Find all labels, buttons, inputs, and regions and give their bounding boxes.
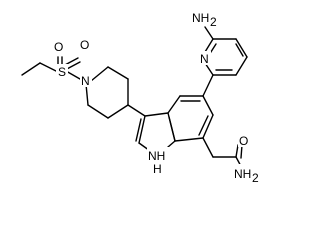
bond	[174, 137, 204, 142]
bond	[235, 144, 239, 158]
bond	[135, 118, 142, 142]
label-bg	[80, 73, 92, 87]
chemical-structure-diagram: S O O N NH 2 N NH H O NH 2	[21, 8, 266, 185]
label-bg	[53, 39, 65, 53]
piperidine-nitrogen-label: N	[81, 74, 90, 88]
bond	[235, 38, 248, 58]
indole-nh-label: NH	[148, 149, 165, 163]
label-bg	[238, 133, 250, 147]
bond	[138, 115, 146, 144]
bond	[204, 26, 214, 40]
bond	[204, 38, 214, 53]
label-bg	[147, 147, 169, 175]
bond	[202, 114, 214, 139]
bond	[202, 137, 214, 158]
amide-oxygen-label: O	[239, 134, 248, 148]
atom-label-backgrounds	[53, 8, 266, 182]
bond	[235, 56, 248, 76]
label-bg	[232, 164, 266, 182]
oxygen-atom-label: O	[54, 40, 63, 54]
bond	[87, 104, 109, 119]
indole-h-label: H	[153, 162, 162, 176]
sulfur-atom-label: S	[58, 65, 66, 79]
bond	[90, 66, 109, 82]
bond	[240, 144, 243, 159]
pyridine-amino-label: NH	[192, 11, 209, 25]
atom-labels: S O O N NH 2 N NH H O NH 2	[54, 11, 259, 185]
pyridine-amino-subscript: 2	[210, 15, 217, 29]
bond	[144, 112, 169, 117]
label-bg	[190, 8, 224, 26]
bond	[198, 115, 209, 136]
bond	[21, 62, 41, 76]
bond	[235, 43, 244, 57]
bond	[107, 66, 129, 80]
amide-amino-subscript: 2	[252, 171, 259, 185]
bond	[127, 104, 146, 117]
bond	[167, 95, 181, 114]
bond	[202, 74, 214, 97]
bond	[168, 116, 176, 142]
label-bg	[199, 51, 211, 65]
bond	[202, 95, 214, 116]
oxygen-atom-label: O	[80, 38, 89, 52]
label-bg	[56, 64, 68, 78]
bond	[65, 70, 81, 80]
amide-amino-label: NH	[234, 167, 251, 181]
bond	[85, 83, 89, 106]
bond	[39, 62, 59, 73]
pyridine-nitrogen-label: N	[200, 52, 209, 66]
bond	[107, 104, 129, 119]
label-bg	[79, 37, 91, 51]
